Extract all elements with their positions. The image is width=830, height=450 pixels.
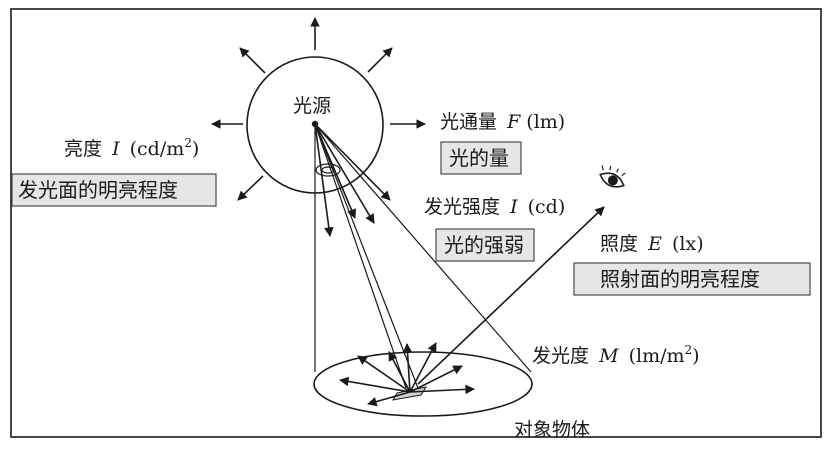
- exitance-text: 发光度: [532, 345, 589, 367]
- arrow-icon: [402, 343, 413, 393]
- luminous-intensity-text: 发光强度: [424, 196, 500, 218]
- luminous-intensity-unit: (cd): [528, 196, 566, 218]
- luminance-text: 亮度: [64, 138, 102, 160]
- luminance-box: [11, 173, 217, 207]
- luminous-flux-box: [440, 141, 522, 175]
- arrow-icon: [409, 365, 463, 393]
- arrow-icon: [314, 123, 375, 224]
- projection-line-right: [314, 123, 532, 373]
- beam-line-right: [314, 123, 419, 389]
- luminance-box-text: 发光面的明亮程度: [18, 178, 178, 202]
- object-ellipse: [313, 351, 533, 417]
- illuminance-box: [573, 262, 811, 296]
- illuminance-box-text: 照射面的明亮程度: [600, 267, 760, 291]
- arrow-icon: [237, 175, 264, 201]
- illuminance-label: 照度 E (lx): [600, 233, 704, 255]
- luminance-label: 亮度 I (cd/m2): [64, 136, 199, 160]
- luminous-intensity-box: [435, 228, 535, 262]
- arrow-icon: [314, 123, 391, 201]
- luminous-intensity-label: 发光强度 I (cd): [424, 196, 565, 218]
- illuminance-text: 照度: [600, 233, 638, 255]
- luminous-flux-label: 光通量 F (lm): [440, 111, 565, 133]
- luminance-unit-sup: 2: [184, 136, 192, 150]
- arrow-icon: [339, 376, 411, 393]
- luminous-flux-box-text: 光的量: [449, 146, 509, 170]
- illuminance-arrow: [417, 206, 605, 385]
- luminance-unit: (cd/m: [130, 138, 185, 160]
- light-source-label: 光源: [293, 95, 331, 117]
- arrow-icon: [239, 47, 266, 74]
- arrow-icon: [357, 355, 411, 393]
- exitance-unit: (lm/m: [629, 345, 685, 367]
- arrow-icon: [367, 47, 393, 73]
- arrow-icon: [367, 391, 411, 407]
- arrow-icon: [388, 351, 411, 393]
- exitance-unit-sup: 2: [685, 343, 693, 357]
- arrow-icon: [409, 342, 437, 393]
- luminance-symbol: I: [111, 138, 120, 160]
- illuminance-symbol: E: [647, 233, 662, 255]
- diagram-frame: [10, 8, 822, 438]
- luminous-intensity-box-text: 光的强弱: [444, 233, 524, 257]
- exitance-unit-close: ): [692, 345, 699, 367]
- eye-icon: [599, 165, 626, 188]
- luminous-flux-text: 光通量: [440, 111, 497, 133]
- object-label: 对象物体: [514, 419, 590, 441]
- luminous-flux-unit: (lm): [526, 111, 565, 133]
- exitance-label: 发光度 M (lm/m2): [532, 343, 700, 367]
- exitance-symbol: M: [598, 345, 619, 367]
- illuminance-unit: (lx): [672, 233, 704, 255]
- luminance-unit-close: ): [192, 138, 199, 160]
- radiating-arrows: [211, 17, 426, 201]
- exitance-arrows: [339, 342, 475, 407]
- luminous-flux-symbol: F: [506, 111, 521, 133]
- beam-line-left: [314, 123, 407, 389]
- arrow-icon: [314, 123, 334, 237]
- luminous-intensity-symbol: I: [509, 196, 518, 218]
- arrow-icon: [409, 384, 475, 395]
- solid-angle-symbol: [315, 163, 341, 177]
- solid-angle-symbol-inner: [321, 166, 335, 174]
